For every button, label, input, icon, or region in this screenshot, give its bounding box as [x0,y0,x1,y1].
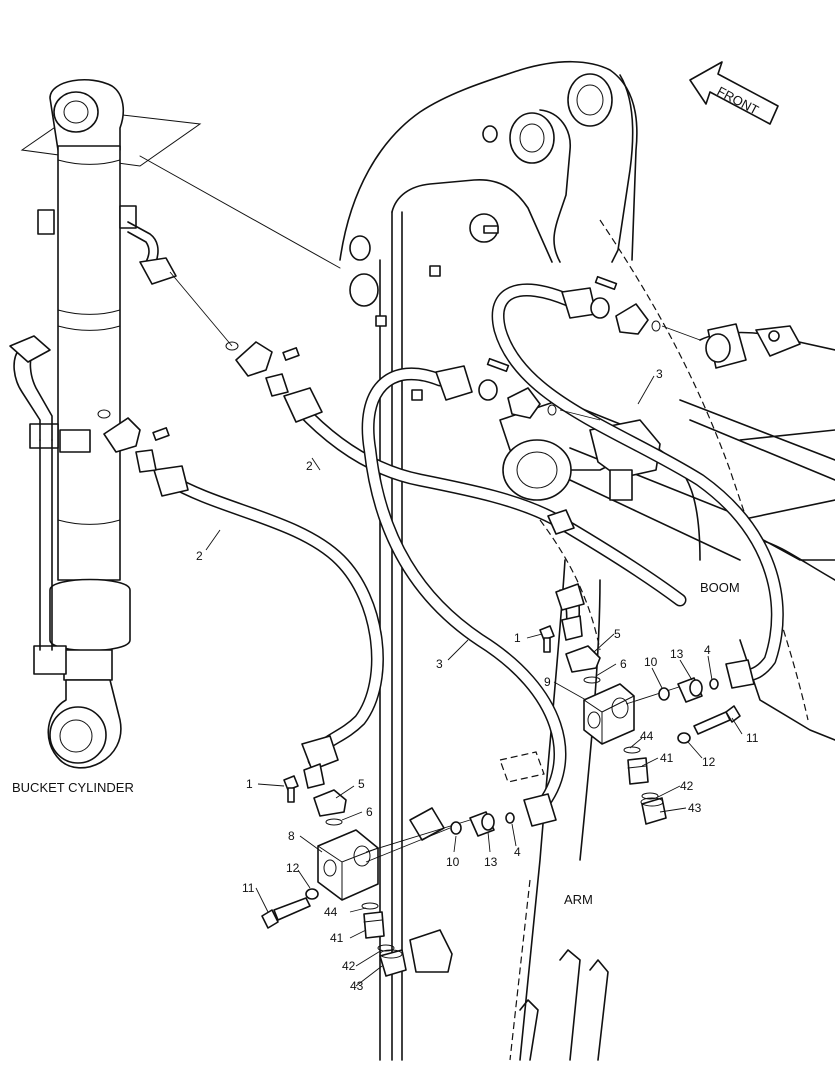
callout-1-upper: 1 [514,631,521,645]
callout-44-upper: 44 [640,729,654,743]
callout-42-upper: 42 [680,779,694,793]
callout-4-lower: 4 [514,845,521,859]
callout-numbers: 1 5 6 8 12 11 44 41 42 43 10 13 4 1 5 6 … [196,367,759,993]
callout-10-upper: 10 [644,655,658,669]
callout-43-lower: 43 [350,979,364,993]
front-arrow: FRONT [689,61,779,125]
callout-11-lower: 11 [242,881,255,895]
arm-label: ARM [564,892,593,907]
callout-2-lower: 2 [196,549,203,563]
callout-12-upper: 12 [702,755,716,769]
block-9-assembly [539,625,741,825]
hoses [135,275,784,827]
callout-3-upper: 3 [656,367,663,381]
callout-3-lower: 3 [436,657,443,671]
callout-6-upper: 6 [620,657,627,671]
callout-8: 8 [288,829,295,843]
callout-10-lower: 10 [446,855,460,869]
callout-2-upper: 2 [306,459,313,473]
callout-9: 9 [544,675,551,689]
callout-1-lower: 1 [246,777,253,791]
callout-4-upper: 4 [704,643,711,657]
callout-13-upper: 13 [670,647,684,661]
callout-5-lower: 5 [358,777,365,791]
bucket-cylinder-label: BUCKET CYLINDER [12,780,134,795]
callout-43-upper: 43 [688,801,702,815]
callout-44-lower: 44 [324,905,338,919]
boom-structure: BOOM [339,60,835,1061]
callout-5-upper: 5 [614,627,621,641]
callout-leaders [205,375,743,987]
block-8-assembly [261,775,515,977]
callout-41-upper: 41 [660,751,674,765]
callout-41-lower: 41 [330,931,344,945]
callout-13-lower: 13 [484,855,498,869]
callout-42-lower: 42 [342,959,356,973]
boom-label: BOOM [700,580,740,595]
callout-12-lower: 12 [286,861,300,875]
callout-11-upper: 11 [746,731,759,745]
callout-6-lower: 6 [366,805,373,819]
bucket-cylinder: BUCKET CYLINDER [9,79,341,795]
